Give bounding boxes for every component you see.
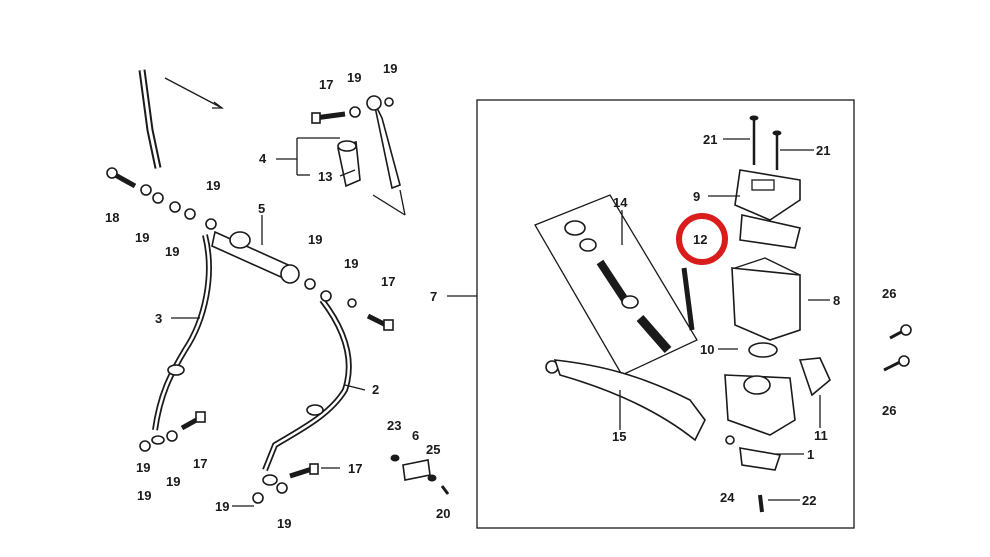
callout-1: 1 bbox=[807, 447, 814, 462]
master-cylinder-body bbox=[681, 267, 912, 513]
brake-hose-right bbox=[262, 298, 352, 486]
callout-22: 22 bbox=[802, 493, 816, 508]
leader-lines bbox=[171, 137, 830, 507]
assembly-frame bbox=[476, 99, 855, 529]
callout-17c: 17 bbox=[193, 456, 207, 471]
callout-21a: 21 bbox=[703, 132, 717, 147]
callout-10: 10 bbox=[700, 342, 714, 357]
callout-23: 23 bbox=[387, 418, 401, 433]
callout-labels: 1 2 3 4 5 6 7 8 9 10 11 12 13 14 15 17 1… bbox=[105, 61, 896, 531]
clamp-parts bbox=[390, 454, 450, 495]
callout-19b: 19 bbox=[383, 61, 397, 76]
piston-kit bbox=[534, 194, 698, 376]
callout-17b: 17 bbox=[381, 274, 395, 289]
hose-joint bbox=[211, 230, 300, 284]
callout-2: 2 bbox=[372, 382, 379, 397]
callout-19d: 19 bbox=[135, 230, 149, 245]
banjo-fitting bbox=[337, 95, 401, 190]
callout-19c: 19 bbox=[206, 178, 220, 193]
callout-26a: 26 bbox=[882, 286, 896, 301]
callout-4: 4 bbox=[259, 151, 267, 166]
callout-7: 7 bbox=[430, 289, 437, 304]
cover-screws bbox=[749, 115, 782, 170]
callout-8: 8 bbox=[833, 293, 840, 308]
callout-5: 5 bbox=[258, 201, 265, 216]
callout-26b: 26 bbox=[882, 403, 896, 418]
callout-18: 18 bbox=[105, 210, 119, 225]
brake-hose-left bbox=[138, 69, 212, 445]
callout-19e: 19 bbox=[165, 244, 179, 259]
callout-19i: 19 bbox=[166, 474, 180, 489]
callout-15: 15 bbox=[612, 429, 626, 444]
callout-13: 13 bbox=[318, 169, 332, 184]
reservoir-assembly bbox=[731, 169, 801, 341]
callout-21b: 21 bbox=[816, 143, 830, 158]
callout-17d: 17 bbox=[348, 461, 362, 476]
bolt-washer-group bbox=[106, 97, 394, 504]
callout-19k: 19 bbox=[215, 499, 229, 514]
callout-20: 20 bbox=[436, 506, 450, 521]
callout-12: 12 bbox=[693, 232, 707, 247]
callout-19l: 19 bbox=[277, 516, 291, 531]
callout-19a: 19 bbox=[347, 70, 361, 85]
callout-9: 9 bbox=[693, 189, 700, 204]
callout-25: 25 bbox=[426, 442, 440, 457]
callout-14: 14 bbox=[613, 195, 628, 210]
highlight-ring bbox=[676, 213, 728, 265]
brake-lever bbox=[545, 359, 706, 442]
callout-17a: 17 bbox=[319, 77, 333, 92]
callout-19g: 19 bbox=[344, 256, 358, 271]
callout-19j: 19 bbox=[137, 488, 151, 503]
callout-3: 3 bbox=[155, 311, 162, 326]
direction-arrow-top bbox=[164, 77, 223, 109]
callout-19f: 19 bbox=[308, 232, 322, 247]
callout-11: 11 bbox=[814, 428, 828, 443]
callout-24: 24 bbox=[720, 490, 735, 505]
callout-6: 6 bbox=[412, 428, 419, 443]
callout-19h: 19 bbox=[136, 460, 150, 475]
